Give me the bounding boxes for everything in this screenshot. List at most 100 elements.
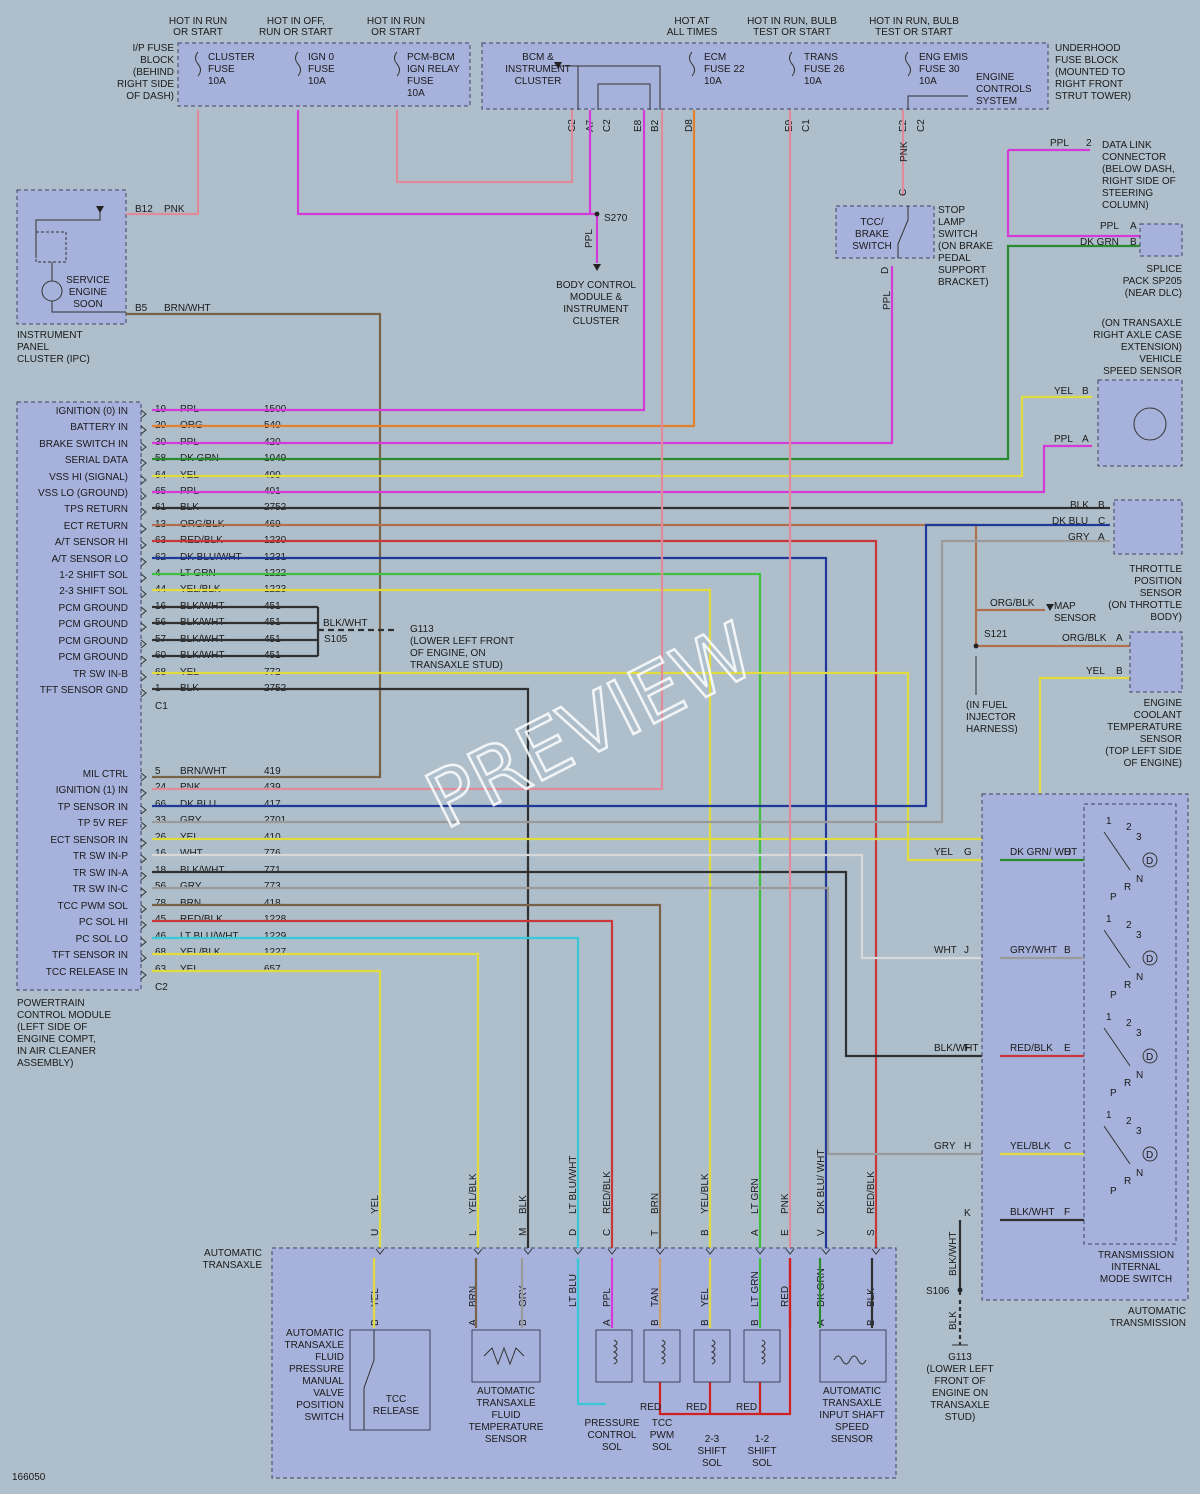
- pcm-pin-number: 18: [155, 865, 167, 876]
- ip-fuse-block-label: OF DASH): [126, 91, 174, 102]
- fluid-temp-sensor-label: SENSOR: [485, 1434, 527, 1445]
- fuse-symbol: [394, 51, 400, 77]
- wire-tcc-pwm: [152, 903, 662, 1252]
- tps-pin-b: B: [1098, 500, 1105, 511]
- pcm-circuit-number: 773: [264, 881, 281, 892]
- splice-wire-ppl: PPL: [1100, 221, 1119, 232]
- fuse-header: TEST OR START: [753, 27, 831, 38]
- fluid-temp-sensor-label: AUTOMATIC: [477, 1386, 535, 1397]
- pcm-pin-number: 66: [155, 799, 167, 810]
- g113-ground-bottom: ENGINE ON: [932, 1388, 988, 1399]
- vehicle-speed-sensor-label: RIGHT AXLE CASE: [1093, 330, 1182, 341]
- connector-chevron-icon: [140, 904, 147, 914]
- solenoid: [643, 1329, 681, 1383]
- vss-pin-a: A: [1082, 434, 1089, 445]
- wire-tft-gnd: [152, 687, 530, 1252]
- mode-switch-ext-pin: G: [964, 847, 972, 858]
- pcm-pin-name: SERIAL DATA: [65, 455, 128, 466]
- wire-pc-sol-lo: [152, 936, 580, 1252]
- service-engine-soon-lamp: SOON: [73, 299, 102, 310]
- body-control-module: CLUSTER: [573, 316, 620, 327]
- automatic-transmission-label: TRANSMISSION: [1110, 1318, 1186, 1329]
- connector-chevron-icon: [140, 458, 147, 468]
- stop-lamp-switch-desc: BRACKET): [938, 277, 989, 288]
- switch-contact: [1103, 1125, 1131, 1165]
- s106-wire-top: BLK/WHT: [948, 1232, 959, 1276]
- service-engine-soon-lamp: ENGINE: [69, 287, 108, 298]
- transaxle-inner-pin: B: [518, 1319, 529, 1326]
- wire-ect-sensor: [152, 676, 1130, 841]
- mode-switch-ext-wire: BLK/WHT: [934, 1043, 978, 1054]
- transaxle-pin: A: [750, 1229, 761, 1236]
- solenoid: [693, 1329, 731, 1383]
- connector-chevron-icon: [140, 573, 147, 583]
- fuel-injector-harness: (IN FUEL: [966, 700, 1008, 711]
- gear-label: 1: [1106, 1110, 1112, 1121]
- g113-ground-bottom: (LOWER LEFT: [926, 1364, 993, 1375]
- map-sensor-label: SENSOR: [1054, 613, 1096, 624]
- fuse-header: HOT AT: [674, 16, 709, 27]
- wire-tp-sensor: [152, 523, 1110, 808]
- pcm-circuit-number: 439: [264, 782, 281, 793]
- vehicle-speed-sensor-label: VEHICLE: [1139, 354, 1182, 365]
- tcc-release-label: TCC: [386, 1394, 407, 1405]
- wire-vss-lo: [152, 444, 1092, 494]
- gear-label: 3: [1136, 930, 1142, 941]
- pcm-pin-name: TR SW IN-A: [73, 868, 128, 879]
- data-link-connector: DATA LINK: [1102, 140, 1152, 151]
- underhood-fuse-block-label: UNDERHOOD: [1055, 43, 1121, 54]
- tps-wire-dkblu: DK BLU: [1052, 516, 1088, 527]
- mode-switch-int-pin: F: [1064, 1207, 1070, 1218]
- wire-tft-sensor: [152, 952, 480, 1252]
- engine-controls-system: CONTROLS: [976, 84, 1032, 95]
- data-link-connector: CONNECTOR: [1102, 152, 1166, 163]
- fuse-header: OR START: [371, 27, 421, 38]
- wire-pc-sol-hi: [152, 919, 614, 1252]
- speed-sensor-coil-icon: [833, 1355, 867, 1365]
- transaxle-wire-color: LT GRN: [750, 1178, 761, 1214]
- eng-emis-fuse: ENG EMIS: [919, 52, 968, 63]
- automatic-transaxle-label: TRANSAXLE: [203, 1260, 263, 1271]
- ipc-internal-module: [35, 231, 67, 263]
- arrow-down-icon: [96, 206, 104, 213]
- g113-ground-bottom: FRONT OF: [935, 1376, 986, 1387]
- fuse-pin-C2: C2: [916, 119, 927, 132]
- fuse-header: HOT IN OFF,: [267, 16, 325, 27]
- s106-wire-bot: BLK: [948, 1311, 959, 1330]
- gear-label: N: [1136, 874, 1143, 885]
- pressure-control-sol: SOL: [602, 1442, 622, 1453]
- connector-chevron-icon: [655, 1248, 665, 1255]
- vss-pin-b: B: [1082, 386, 1089, 397]
- red-wire-label: RED: [640, 1402, 661, 1413]
- throttle-position-sensor-label: (ON THROTTLE: [1108, 600, 1182, 611]
- fuse-pin-D8: D8: [684, 119, 695, 132]
- transaxle-inner-wire: LT GRN: [750, 1271, 761, 1307]
- g113-ground-top: TRANSAXLE STUD): [410, 660, 503, 671]
- connector-chevron-icon: [140, 937, 147, 947]
- ect-wire-yel: YEL: [1086, 666, 1105, 677]
- wire-ipc-pnk: [126, 110, 200, 216]
- wire-label-pnk: PNK: [899, 141, 910, 162]
- shift-sol-23: SHIFT: [698, 1446, 727, 1457]
- cluster-fuse: CLUSTER: [208, 52, 255, 63]
- pcm-pin-name: A/T SENSOR LO: [51, 554, 128, 565]
- pcm-circuit-number: 1227: [264, 947, 287, 958]
- gear-label: 3: [1136, 832, 1142, 843]
- pcm-wire-color: LT BLU/WHT: [180, 931, 239, 942]
- connector-chevron-icon: [785, 1248, 795, 1255]
- connector-chevron-icon: [140, 589, 147, 599]
- transaxle-inner-wire: LT BLU: [568, 1274, 579, 1307]
- pcm-wire-color: DK BLU: [180, 799, 216, 810]
- input-shaft-speed-sensor-label: AUTOMATIC: [823, 1386, 881, 1397]
- eng-emis-fuse: 10A: [919, 76, 937, 87]
- fuse-header: HOT IN RUN: [367, 16, 425, 27]
- tcc-brake-switch-label: TCC/: [860, 217, 884, 228]
- throttle-position-sensor-label: SENSOR: [1140, 588, 1182, 599]
- wire-tr-sw-p: [152, 853, 1000, 960]
- mode-switch-ext-pin: H: [964, 1141, 971, 1152]
- manual-valve-switch-label: SWITCH: [305, 1412, 344, 1423]
- ip-fuse-block: [177, 42, 471, 107]
- solenoid-coil-icon: [660, 1339, 666, 1365]
- underhood-fuse-block-label: STRUT TOWER): [1055, 91, 1131, 102]
